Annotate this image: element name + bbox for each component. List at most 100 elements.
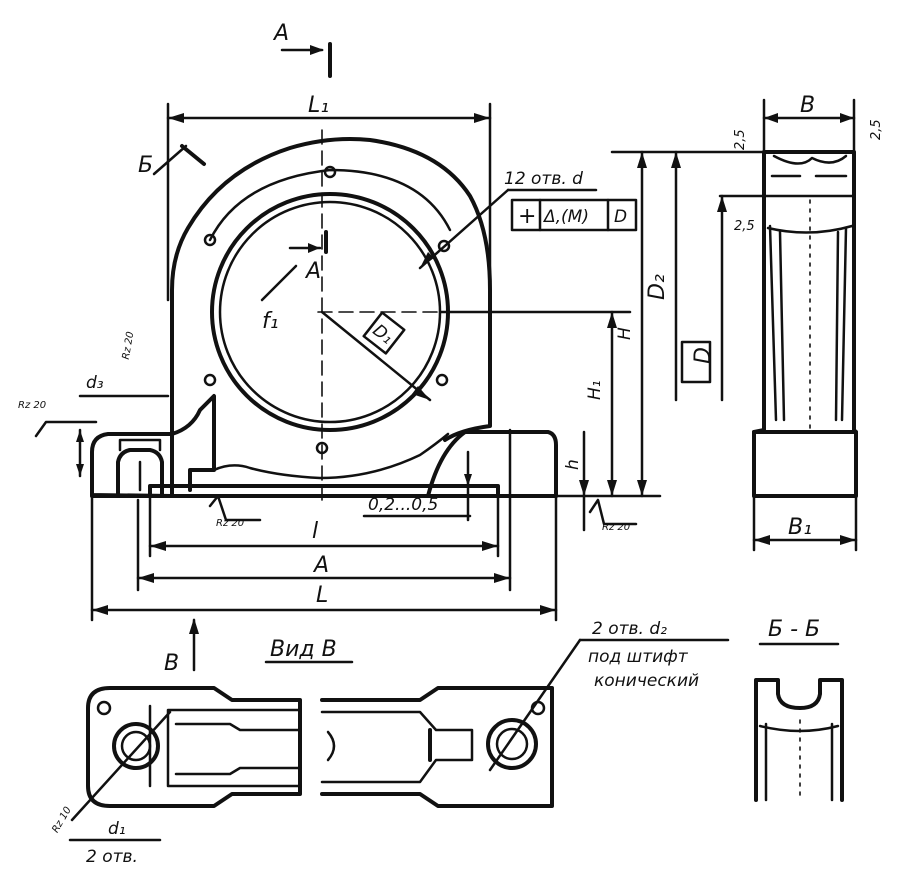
l-arrow-right (482, 541, 498, 551)
side-groove-top (772, 154, 848, 165)
rz-left-symbol (34, 420, 98, 438)
left-thk-arrow-bottom (76, 464, 84, 476)
b-arrow-left (764, 113, 778, 123)
a-cut-arrowhead (308, 243, 320, 253)
h-arrow (579, 480, 589, 496)
l1-arrow-right (474, 113, 490, 123)
d1-arrow (412, 386, 430, 400)
view-b-left-pin (96, 700, 112, 716)
b1-arrow-right (840, 535, 856, 545)
a-dim-label: A (312, 553, 329, 578)
d1-frame (362, 311, 406, 355)
H1-label: H₁ (585, 380, 605, 400)
B1-label: B₁ (788, 515, 812, 540)
view-b: В Вид В Rz 10 d₁ 2 отв. 2 отв. d₂ под шт… (50, 618, 730, 867)
section-bb-title: Б - Б (768, 617, 820, 642)
tolerance-datum: D (614, 207, 627, 227)
view-b-arrow-label: В (164, 651, 179, 676)
D2-label: D₂ (645, 274, 670, 300)
section-b-top-label: Б (138, 153, 153, 178)
inner-d-arrow (717, 196, 727, 212)
d-frame (680, 340, 712, 384)
d1-leader (320, 310, 432, 402)
view-b-right-curve (326, 730, 336, 762)
D-label: D (691, 347, 716, 364)
H1-arrow-top (607, 312, 617, 328)
view-b-left-hole-outer (112, 722, 160, 770)
housing-inner-step (212, 432, 450, 480)
b-section-mark (180, 144, 206, 166)
left-bolt-boss (116, 448, 164, 498)
view-b-left-ribs (148, 704, 302, 788)
d2-arrow-bottom (637, 480, 647, 496)
bolt-hole-right-lower (435, 373, 449, 387)
rz-bottom-symbol (208, 494, 262, 522)
b-section-arrow (152, 144, 188, 176)
tol-arrow (464, 474, 472, 486)
b1-arrow-left (754, 535, 770, 545)
rz-right-symbol (588, 498, 638, 526)
view-b-right-hole-outer (486, 718, 538, 770)
d1-hole-label: d₁ (108, 819, 126, 839)
section-bb-inner-top (758, 724, 840, 733)
chamfer-inner: 2,5 (734, 219, 755, 234)
roughness-bottom: Rz 20 (216, 518, 244, 529)
tolerance-tri: Δ,(M) (542, 207, 589, 227)
view-b-left-body (86, 686, 302, 808)
roughness-right: Rz 20 (602, 522, 630, 533)
tolerance-frame-box (510, 198, 638, 232)
tolerance-frame: + Δ,(M) D (510, 198, 638, 232)
a-arrow-right (494, 573, 510, 583)
chamfer-right: 2,5 (869, 119, 884, 140)
bolt-circle-arc (208, 168, 452, 242)
H-label: H (615, 327, 635, 340)
side-view: B 2,5 2,5 2,5 B₁ (733, 93, 884, 552)
holes2-line2: под штифт (588, 647, 689, 667)
section-a-circle-label: А (304, 259, 321, 284)
side-inner-top (766, 224, 854, 234)
left-boss-cap (118, 438, 162, 452)
view-b-right-hole-inner (495, 727, 529, 761)
holes12-arrow (420, 252, 434, 268)
bolt-hole-left-lower (203, 373, 217, 387)
L-dim-label: L (316, 583, 328, 608)
holes2-line3: конический (594, 671, 699, 691)
base-plate-outline (90, 432, 174, 498)
holes2-line1: 2 отв. d₂ (592, 619, 667, 639)
bolt-hole-right-upper (437, 239, 451, 253)
section-bb: Б - Б (754, 617, 844, 802)
view-b-right-leader (488, 638, 582, 772)
L-arrow-left (92, 605, 108, 615)
side-outline (752, 150, 858, 498)
front-view: D₁ А f₁ 12 отв. d + Δ,(M) D L₁ (18, 21, 766, 622)
d1-hole-count: 2 отв. (86, 847, 138, 867)
bolt-hole-left-upper (203, 233, 217, 247)
f1-label: f₁ (262, 309, 279, 334)
view-b-left-hole-inner (120, 730, 152, 762)
holes12-label: 12 отв. d (504, 169, 583, 189)
l1-arrow-left (168, 113, 184, 123)
l1-label: L₁ (308, 93, 329, 118)
tol-label: 0,2...0,5 (368, 495, 438, 515)
roughness-viewb: Rz 10 (50, 805, 74, 835)
d3-label: d₃ (86, 373, 104, 393)
d2-arrow-top (637, 152, 647, 168)
side-inner-walls (768, 224, 848, 422)
L-arrow-right (540, 605, 556, 615)
chamfer-left: 2,5 (733, 129, 748, 150)
big-d-arrow-top (671, 152, 681, 168)
view-b-left-leader (70, 710, 172, 822)
bolt-holes (203, 165, 451, 455)
section-bb-outline (754, 678, 844, 802)
l-arrow-left (150, 541, 166, 551)
left-thk-arrow-top (76, 430, 84, 442)
foot-recess (148, 484, 500, 498)
view-b-right-slot (320, 710, 474, 784)
base-plate-right (426, 430, 558, 498)
a-arrow-left (138, 573, 154, 583)
tolerance-plus: + (518, 204, 536, 229)
roughness-left: Rz 20 (18, 400, 46, 411)
h-label: h (563, 459, 583, 470)
bolt-hole-top (323, 165, 337, 179)
view-b-title: Вид В (270, 637, 337, 662)
